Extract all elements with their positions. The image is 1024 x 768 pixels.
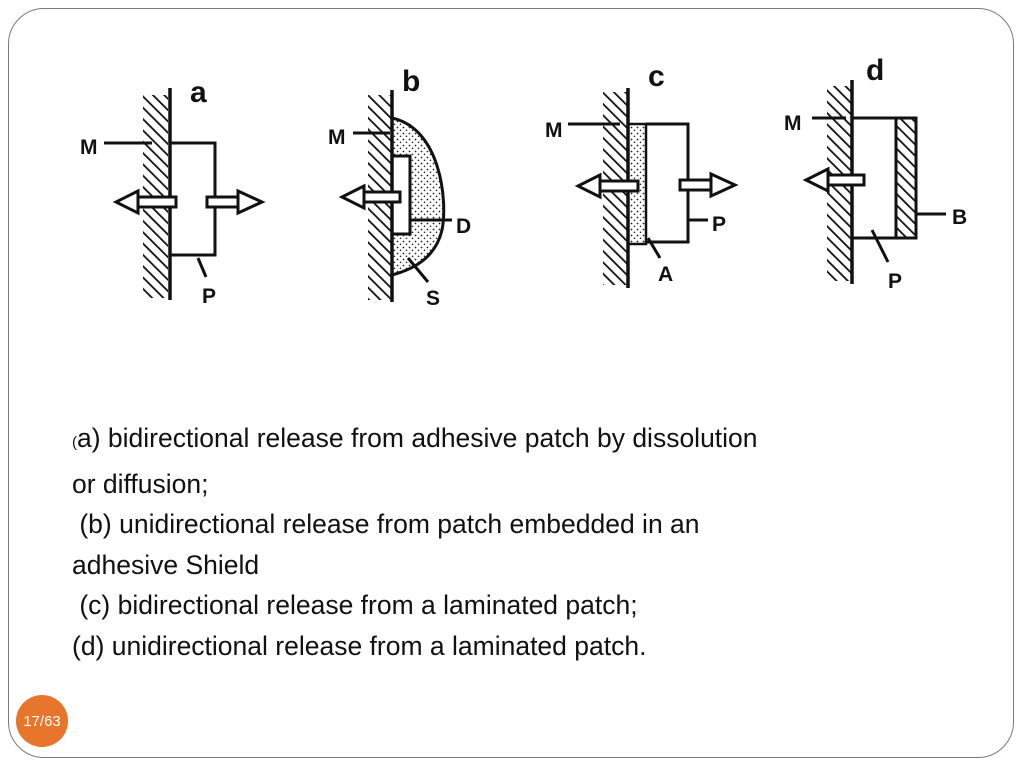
part-label-d-B: B xyxy=(952,206,967,229)
part-label-c-M: M xyxy=(545,119,563,142)
arrow-right-a xyxy=(205,188,266,216)
diagram-d: d M B P xyxy=(784,54,967,293)
backing-layer-d xyxy=(894,116,918,240)
label-c: c xyxy=(648,60,665,93)
part-label-d-P: P xyxy=(888,270,902,293)
diagram-a: a M P xyxy=(80,76,266,308)
diagram-c: c M P A xyxy=(545,60,739,288)
part-label-a-P: P xyxy=(202,285,216,308)
patch-diagrams: a M P b M D S xyxy=(80,54,967,310)
part-label-b-S: S xyxy=(426,287,440,310)
caption-line-3: (b) unidirectional release from patch em… xyxy=(72,509,700,539)
diagram-b: b M D S xyxy=(328,65,471,310)
part-label-a-M: M xyxy=(80,136,98,159)
caption-line-6: (d) unidirectional release from a lamina… xyxy=(72,630,647,661)
label-b: b xyxy=(402,65,420,98)
part-label-b-D: D xyxy=(456,215,471,238)
arrow-left-b xyxy=(338,183,402,211)
part-label-c-P: P xyxy=(712,213,726,236)
label-d: d xyxy=(866,54,884,87)
caption-line-4: adhesive Shield xyxy=(72,549,260,580)
caption-line-1: (a) bidirectional release from adhesive … xyxy=(72,418,972,464)
arrow-right-c xyxy=(678,171,739,199)
label-a: a xyxy=(190,76,207,109)
caption-open-paren: ( xyxy=(72,434,77,451)
caption-line-5: (c) bidirectional release from a laminat… xyxy=(72,590,638,620)
part-label-b-M: M xyxy=(328,126,346,149)
caption-line-2: or diffusion; xyxy=(72,468,209,499)
arrow-left-c xyxy=(574,172,640,200)
part-label-c-A: A xyxy=(658,263,673,286)
part-label-d-M: M xyxy=(784,112,802,135)
arrow-left-a xyxy=(112,188,178,216)
page-number-badge: 17/63 xyxy=(16,695,68,747)
arrow-left-d xyxy=(802,166,866,194)
caption-line-1-text: a) bidirectional release from adhesive p… xyxy=(77,423,758,453)
figure-caption: (a) bidirectional release from adhesive … xyxy=(72,418,972,666)
